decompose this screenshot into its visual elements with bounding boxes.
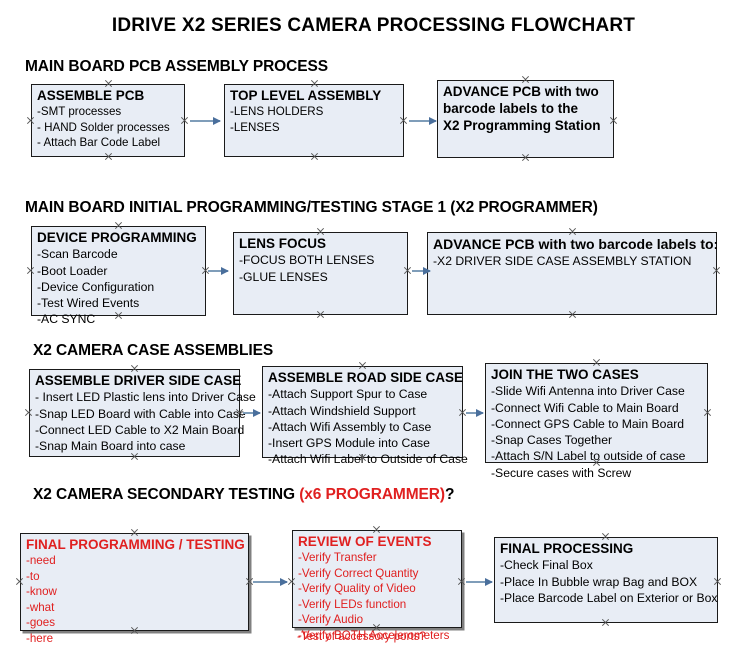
process-box-device-programming[interactable]: DEVICE PROGRAMMING -Scan Barcode -Boot L…: [31, 226, 206, 326]
box-line: -Connect GPS Cable to Main Board: [491, 416, 685, 431]
arrowhead-icon: [213, 117, 221, 125]
box-line: -Snap LED Board with Cable into Case: [35, 406, 246, 421]
process-box-assemble-pcb[interactable]: ASSEMBLE PCB -SMT processes - HAND Solde…: [31, 84, 185, 157]
connector-arrow: [409, 117, 437, 125]
section-heading-2: MAIN BOARD INITIAL PROGRAMMING/TESTING S…: [25, 199, 598, 217]
box-title: ADVANCE PCB with two: [443, 84, 599, 99]
box-line: -FOCUS BOTH LENSES: [239, 253, 375, 268]
box-line: -Device Configuration: [37, 279, 155, 294]
box-line: -Place Barcode Label on Exterior or Box: [500, 590, 718, 605]
box-line: - Attach Bar Code Label: [37, 136, 161, 150]
box-line: -Verify Transfer: [298, 551, 377, 565]
box-title: ASSEMBLE PCB: [37, 88, 145, 103]
box-line: -Connect Wifi Cable to Main Board: [491, 400, 679, 415]
box-line: - HAND Solder processes: [37, 120, 170, 134]
box-line: -to: [26, 569, 40, 583]
section-heading-3-text: X2 CAMERA CASE ASSEMBLIES: [33, 342, 274, 359]
process-box-join-the-two-cases[interactable]: JOIN THE TWO CASES -Slide Wifi Antenna i…: [485, 363, 708, 480]
box-title: DEVICE PROGRAMMING: [37, 230, 197, 245]
box-line: -Verify Quality of Video: [298, 582, 416, 596]
box-line: -Place In Bubble wrap Bag and BOX: [500, 574, 698, 589]
process-box-lens-focus[interactable]: LENS FOCUS -FOCUS BOTH LENSES -GLUE LENS…: [233, 232, 408, 315]
box-title: LENS FOCUS: [239, 236, 327, 251]
box-line: -Snap Cases Together: [491, 433, 613, 448]
connector-arrow: [253, 578, 288, 586]
page-title: IDRIVE X2 SERIES CAMERA PROCESSING FLOWC…: [111, 15, 636, 36]
connector-arrow: [243, 409, 261, 417]
arrowhead-icon: [476, 409, 484, 417]
section-heading-4-suffix: ?: [444, 486, 455, 503]
box-line: -goes: [26, 616, 56, 630]
box-line: -need: [26, 554, 56, 568]
box-title: JOIN THE TWO CASES: [491, 367, 639, 382]
box-line: -Attach S/N Label to outside of case: [491, 449, 686, 464]
box-line: -AC SYNC: [37, 312, 96, 327]
connector-arrow: [208, 267, 229, 275]
connector-arrow: [466, 578, 493, 586]
arrowhead-icon: [221, 267, 229, 275]
box-line: -Snap Main Board into case: [35, 439, 186, 454]
box-line: -LENS HOLDERS: [230, 105, 324, 119]
arrowhead-icon: [429, 117, 437, 125]
box-line: -Connect LED Cable to X2 Main Board: [35, 422, 245, 437]
box-line: -GLUE LENSES: [239, 269, 328, 284]
arrowhead-icon: [485, 578, 493, 586]
process-box-review-of-events[interactable]: REVIEW OF EVENTS -Verify Transfer -Verif…: [292, 530, 462, 642]
box-line: -LENSES: [230, 120, 280, 134]
box-line: -Boot Loader: [37, 263, 108, 278]
process-box-final-programming-testing[interactable]: FINAL PROGRAMMING / TESTING -need -to -k…: [20, 533, 249, 645]
box-line: -Verify Correct Quantity: [298, 566, 419, 580]
connector-arrow: [190, 117, 221, 125]
box-line: -Attach Windshield Support: [268, 403, 416, 418]
box-title: ADVANCE PCB with two barcode labels to:: [433, 236, 719, 252]
box-title: ASSEMBLE ROAD SIDE CASE: [268, 370, 464, 385]
box-overflow-line: -Test of accessory ports?: [297, 630, 426, 643]
arrowhead-icon: [423, 267, 431, 275]
process-box-final-processing[interactable]: FINAL PROCESSING -Check Final Box -Place…: [494, 537, 718, 623]
section-heading-3: X2 CAMERA CASE ASSEMBLIES: [33, 342, 273, 360]
box-line: -Verify BOTH Accelerometers: [298, 628, 450, 642]
section-heading-2-text: MAIN BOARD INITIAL PROGRAMMING/TESTING S…: [25, 199, 598, 216]
connector-arrow: [412, 267, 431, 275]
section-heading-4-text: X2 CAMERA SECONDARY TESTING: [33, 486, 300, 503]
box-line: barcode labels to the: [443, 100, 579, 116]
box-title: ASSEMBLE DRIVER SIDE CASE: [35, 373, 242, 388]
box-line: -Insert GPS Module into Case: [268, 436, 430, 451]
box-line: -Secure cases with Screw: [491, 465, 632, 480]
box-title: FINAL PROGRAMMING / TESTING: [26, 537, 245, 552]
box-line: -Scan Barcode: [37, 247, 118, 262]
box-line: -Attach Support Spur to Case: [268, 387, 428, 402]
connector-arrow: [466, 409, 484, 417]
process-box-assemble-road-side-case[interactable]: ASSEMBLE ROAD SIDE CASE -Attach Support …: [262, 366, 468, 466]
box-line: -Attach Wifi Assembly to Case: [268, 419, 432, 434]
process-box-advance-pcb-2[interactable]: ADVANCE PCB with two barcode labels to: …: [427, 232, 719, 315]
box-line: -Slide Wifi Antenna into Driver Case: [491, 384, 685, 399]
process-box-advance-pcb-1[interactable]: ADVANCE PCB with two barcode labels to t…: [437, 80, 614, 158]
box-line: -Verify LEDs function: [298, 597, 407, 611]
process-box-assemble-driver-side-case[interactable]: ASSEMBLE DRIVER SIDE CASE - Insert LED P…: [29, 369, 256, 457]
box-title: TOP LEVEL ASSEMBLY: [230, 88, 382, 103]
section-heading-4-accent: (x6 PROGRAMMER): [299, 486, 445, 503]
box-title: FINAL PROCESSING: [500, 541, 634, 556]
box-title: REVIEW OF EVENTS: [298, 534, 432, 549]
arrowhead-icon: [253, 409, 261, 417]
box-line: X2 Programming Station: [443, 117, 601, 133]
box-line: -what: [26, 600, 55, 614]
box-line: -know: [26, 585, 57, 599]
box-line: -Attach Wifi Label to Outside of Case: [268, 452, 468, 467]
box-line: -SMT processes: [37, 105, 122, 119]
box-line: - Insert LED Plastic lens into Driver Ca…: [35, 390, 256, 405]
section-heading-4: X2 CAMERA SECONDARY TESTING (x6 PROGRAMM…: [33, 486, 454, 504]
box-line: -Check Final Box: [500, 558, 593, 573]
arrowhead-icon: [280, 578, 288, 586]
box-line: -here: [26, 631, 54, 645]
section-heading-1: MAIN BOARD PCB ASSEMBLY PROCESS: [25, 58, 328, 76]
box-line: -Test Wired Events: [37, 296, 140, 311]
process-box-top-level-assembly[interactable]: TOP LEVEL ASSEMBLY -LENS HOLDERS -LENSES: [224, 84, 404, 157]
box-line: -X2 DRIVER SIDE CASE ASSEMBLY STATION: [433, 254, 692, 269]
box-line: -Verify Audio: [298, 613, 364, 627]
section-heading-1-text: MAIN BOARD PCB ASSEMBLY PROCESS: [25, 58, 328, 75]
